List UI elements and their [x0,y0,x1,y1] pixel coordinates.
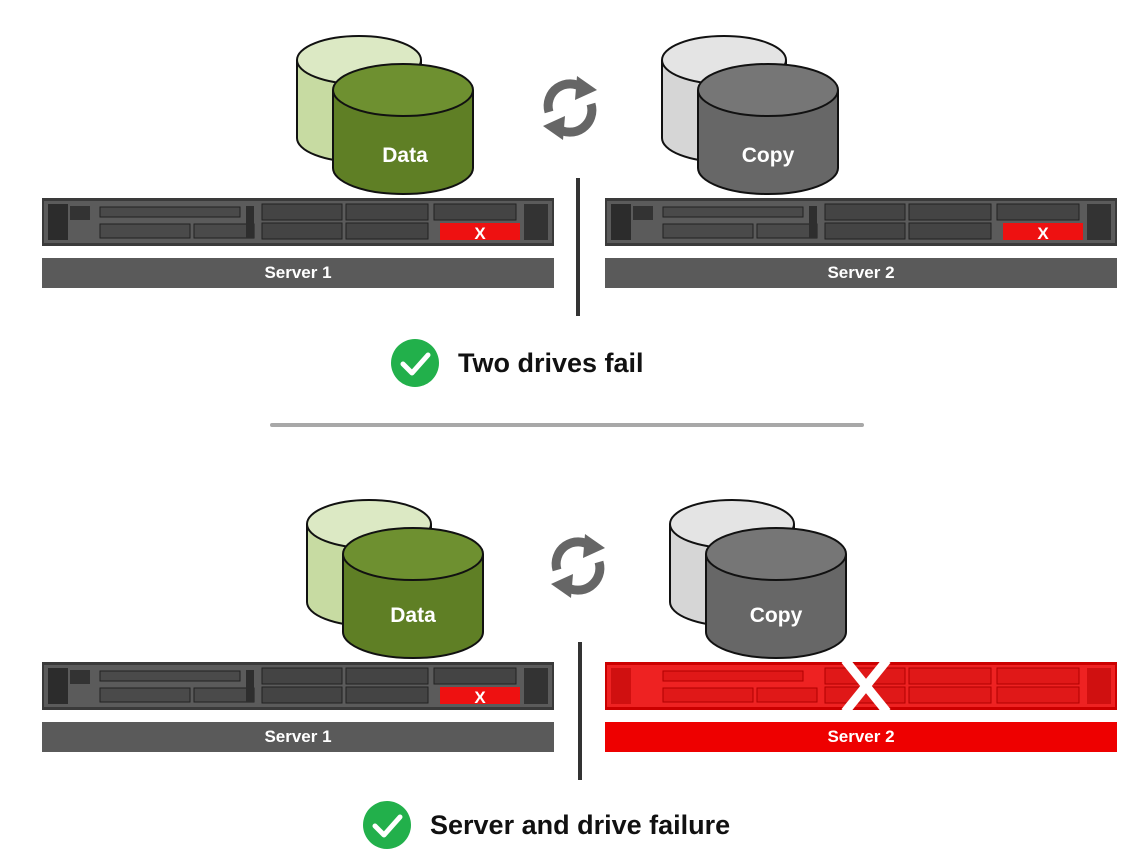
result-two-drives-fail: Two drives fail [390,338,644,388]
vertical-divider [576,178,580,316]
check-circle-icon [363,801,411,849]
server-2-label: Server 2 [605,722,1117,752]
server-1-label: Server 1 [42,722,554,752]
data-label: Data [382,144,428,167]
sync-icon [551,534,605,598]
data-database-icon: Data [306,499,484,659]
check-circle-icon [391,339,439,387]
copy-label: Copy [750,604,803,627]
failed-drive [1003,223,1083,240]
result-server-and-drive-failure: Server and drive failure [362,800,730,850]
horizontal-divider [270,423,864,427]
failed-drive [440,223,520,240]
server-1-label: Server 1 [42,258,554,288]
copy-label: Copy [742,144,795,167]
failed-drive-x-icon: X [474,224,486,243]
sync-icon [543,76,597,140]
copy-database-icon: Copy [669,499,847,659]
failed-drive [440,687,520,704]
failed-drive-x-icon: X [1037,224,1049,243]
result-text: Two drives fail [458,347,644,378]
server-failed-x-icon [841,662,891,710]
copy-database-icon: Copy [661,35,839,195]
server-1-rack: X [42,662,554,710]
server-2-rack: X [605,198,1117,246]
result-text: Server and drive failure [430,809,731,840]
server-1-rack: X [42,198,554,246]
data-database-icon: Data [296,35,474,195]
data-label: Data [390,604,436,627]
vertical-divider [578,642,582,780]
server-2-failed-rack [605,662,1117,710]
failed-drive-x-icon: X [474,688,486,707]
server-2-label: Server 2 [605,258,1117,288]
